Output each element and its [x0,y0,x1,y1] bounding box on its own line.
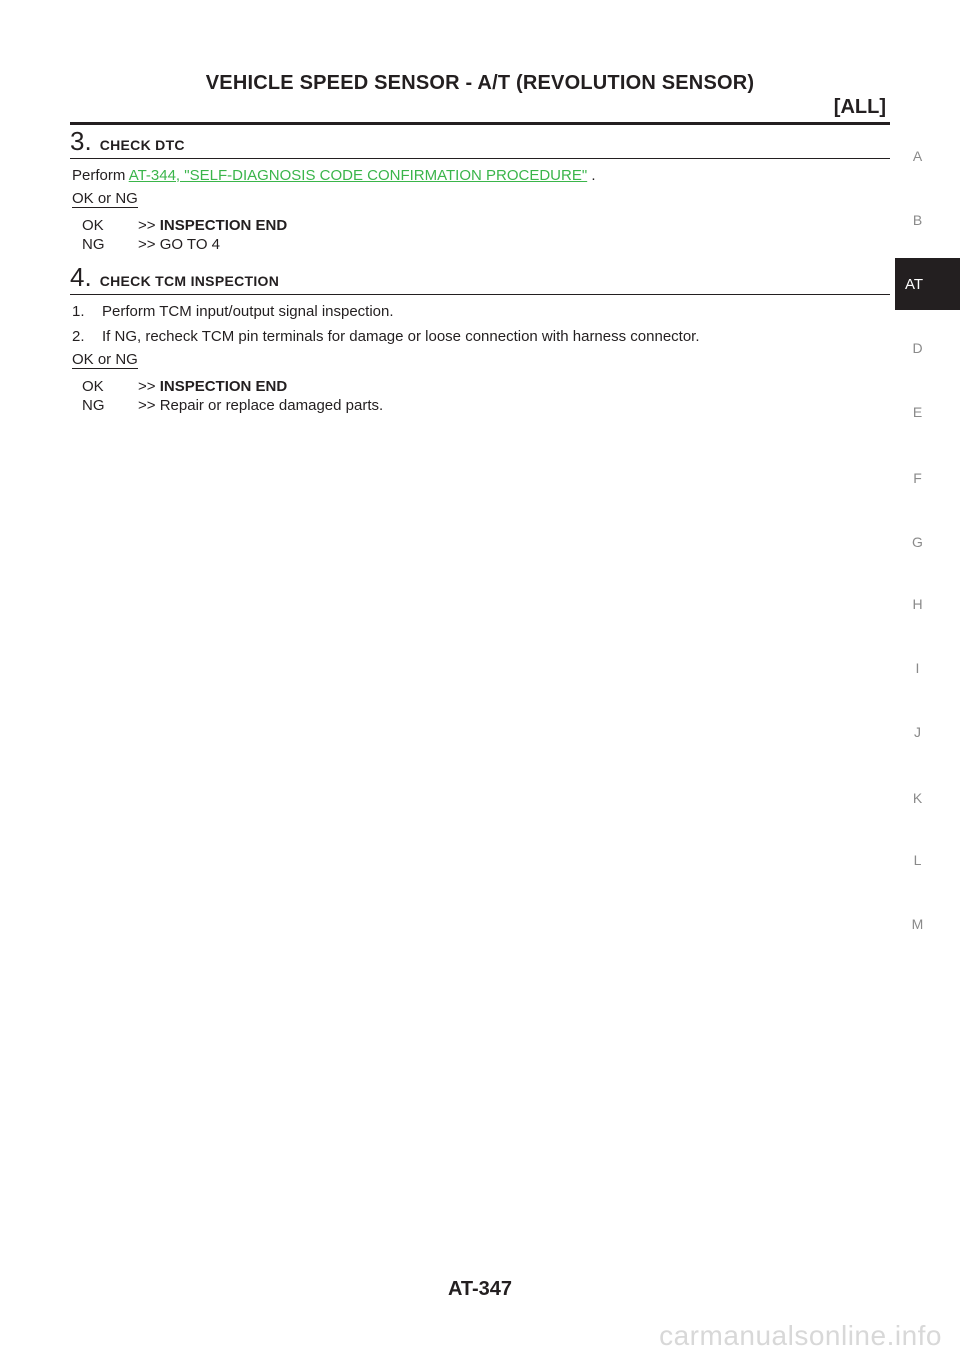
step-3-number: 3 [70,126,85,156]
step-4-section: 4. CHECK TCM INSPECTION 1. Perform TCM i… [70,264,890,415]
step-3-results: OK >> INSPECTION END NG >> GO TO 4 [70,216,890,254]
result-value: Repair or replace damaged parts. [159,397,384,414]
page-subtitle: [ALL] [833,96,886,118]
step-4-title: CHECK TCM INSPECTION [99,273,280,289]
section-index-h[interactable]: H [912,596,923,612]
page-title: VEHICLE SPEED SENSOR - A/T (REVOLUTION S… [205,72,755,94]
step-3-section: 3. CHECK DTC Perform AT-344, "SELF-DIAGN… [70,128,890,254]
page-number: AT-347 [447,1278,513,1300]
section-index-b[interactable]: B [912,212,923,228]
result-value: INSPECTION END [159,378,288,395]
step-4-results: OK >> INSPECTION END NG >> Repair or rep… [70,377,890,415]
list-item: 1. Perform TCM input/output signal inspe… [72,303,890,320]
result-value: INSPECTION END [159,217,288,234]
section-index-m[interactable]: M [911,916,924,932]
result-key: NG [82,397,105,414]
section-index-e[interactable]: E [912,404,923,420]
step-4-dot: . [84,262,92,292]
result-row: OK >> INSPECTION END [82,377,890,396]
watermark: carmanualsonline.info [659,1320,942,1351]
section-index-at-active[interactable]: AT [895,258,960,310]
section-index-j[interactable]: J [914,724,921,740]
section-index-a[interactable]: A [912,148,923,164]
result-arrow: >> [138,236,156,253]
section-index-f[interactable]: F [913,470,922,486]
section-index-k[interactable]: K [912,790,923,806]
result-row: NG >> GO TO 4 [82,235,890,254]
result-value: GO TO 4 [159,236,221,253]
perform-prefix: Perform [72,167,129,184]
section-index-i[interactable]: I [915,660,920,676]
step-4-number: 4 [70,262,85,292]
result-row: OK >> INSPECTION END [82,216,890,235]
list-item-number: 1. [72,303,85,320]
list-item-text: If NG, recheck TCM pin terminals for dam… [102,328,700,345]
section-index-g[interactable]: G [912,534,923,550]
result-arrow: >> [138,378,156,395]
result-arrow: >> [138,397,156,414]
step-4-header: 4. CHECK TCM INSPECTION [70,264,890,295]
section-index-d[interactable]: D [912,340,923,356]
result-key: OK [82,378,104,395]
result-key: NG [82,236,105,253]
step-3-okng-label: OK or NG [72,190,138,208]
step-4-okng-label: OK or NG [72,351,138,369]
step-3-dot: . [84,126,92,156]
header-rule [70,122,890,125]
list-item-text: Perform TCM input/output signal inspecti… [102,303,394,320]
step-3-instruction: Perform AT-344, "SELF-DIAGNOSIS CODE CON… [72,167,890,184]
step-3-title: CHECK DTC [99,137,185,153]
procedure-link[interactable]: AT-344, "SELF-DIAGNOSIS CODE CONFIRMATIO… [128,167,588,184]
result-row: NG >> Repair or replace damaged parts. [82,396,890,415]
step-3-header: 3. CHECK DTC [70,128,890,159]
perform-suffix: . [587,167,596,184]
section-index-l[interactable]: L [913,852,922,868]
result-arrow: >> [138,217,156,234]
result-key: OK [82,217,104,234]
list-item: 2. If NG, recheck TCM pin terminals for … [72,328,890,345]
list-item-number: 2. [72,328,85,345]
